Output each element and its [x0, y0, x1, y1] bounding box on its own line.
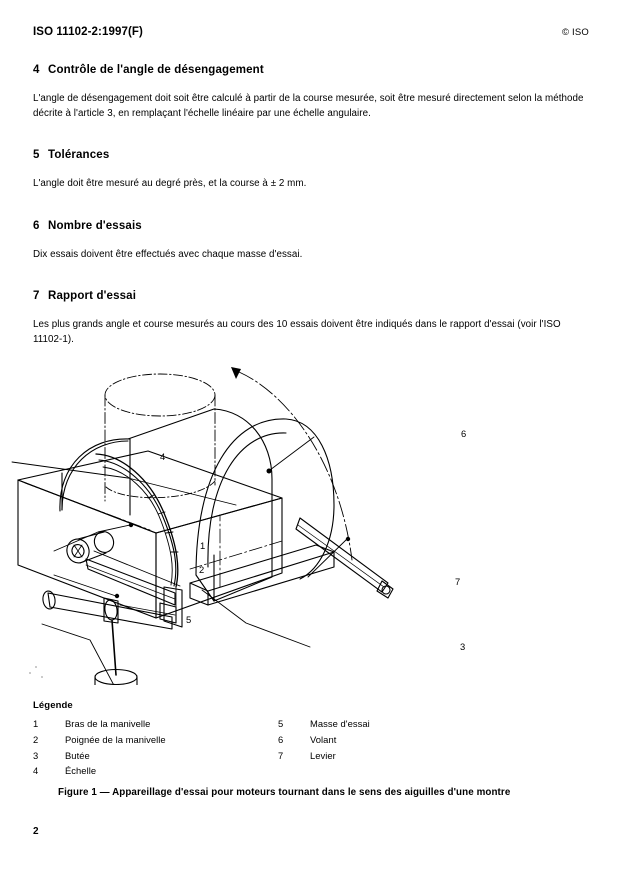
figure-callout-3: 3 [460, 641, 466, 652]
legend-key: 5 [278, 718, 284, 729]
rotation-arrow-head [231, 367, 241, 379]
legend-key: 4 [33, 765, 39, 777]
leader-4 [11, 461, 237, 506]
figure-callout-2: 2 [199, 564, 205, 575]
clause-4: 4 Contrôle de l'angle de désengagement L'… [33, 64, 589, 121]
clause-6-number: 6 [33, 219, 40, 232]
legend-item: 5 Masse d'essai [278, 716, 370, 732]
legend-label: Échelle [65, 765, 97, 777]
legend-label: Levier [310, 749, 336, 761]
copyright-notice: © ISO [561, 27, 589, 38]
clause-5-heading: 5 Tolérances [33, 149, 589, 161]
clause-6-text: Dix essais doivent être effectués avec c… [33, 248, 303, 260]
document-identifier: ISO 11102-2:1997(F) [33, 26, 143, 38]
scale-band-inner [98, 459, 177, 587]
legend-key: 1 [33, 718, 39, 729]
legend-key: 3 [33, 749, 39, 761]
clause-4-number: 4 [33, 64, 40, 76]
figure-caption: Figure 1 — Appareillage d'essai pour mot… [58, 787, 511, 798]
flywheel-outer-arc [195, 418, 335, 580]
clause-6-title: Nombre d'essais [48, 219, 142, 232]
legend-label: Poignée de la manivelle [65, 733, 166, 745]
page-number: 2 [33, 826, 39, 837]
clause-7: 7 Rapport d'essai Les plus grands angle e… [33, 290, 589, 347]
figure-callout-7: 7 [455, 576, 461, 587]
motor-cylinder-bottom-arc [105, 480, 216, 499]
clause-5-text: L'angle doit être mesuré au degré près, … [33, 178, 307, 189]
housing-top-edge [127, 408, 273, 542]
figure-legend: Légende 1 Bras de la manivelle 2 Poignée… [33, 700, 589, 778]
clause-7-number: 7 [33, 290, 40, 302]
figure-1-drawing [0, 355, 621, 685]
clause-6-heading: 6 Nombre d'essais [33, 220, 589, 232]
handle-collar [159, 602, 177, 624]
clause-7-heading: 7 Rapport d'essai [33, 290, 589, 302]
leader-3 [201, 589, 311, 648]
clause-5-number: 5 [33, 149, 40, 161]
page-header: ISO 11102-2:1997(F) © ISO [33, 26, 589, 38]
mass-suspension-wire [111, 619, 117, 676]
legend-label: Bras de la manivelle [65, 718, 151, 729]
legend-item: 6 Volant [278, 732, 370, 748]
leader-5 [41, 623, 115, 685]
figure-callout-5: 5 [186, 614, 192, 625]
clause-5-title: Tolérances [48, 149, 110, 161]
clause-4-title: Contrôle de l'angle de désengagement [48, 64, 264, 76]
base-top-face [17, 450, 283, 534]
document-body: 4 Contrôle de l'angle de désengagement L'… [33, 64, 589, 347]
crank-boss-ellipse [93, 531, 115, 553]
legend-item: 2 Poignée de la manivelle [33, 732, 166, 748]
figure-callout-6: 6 [461, 428, 467, 439]
legend-column-left: 1 Bras de la manivelle 2 Poignée de la m… [33, 716, 166, 779]
scale-band-inner2 [102, 466, 173, 586]
crank-handle-group [29, 590, 176, 674]
leader-1 [53, 524, 131, 552]
clause-7-title: Rapport d'essai [48, 290, 137, 302]
lever-arm [295, 517, 389, 593]
clause-5: 5 Tolérances L'angle doit être mesuré au … [33, 149, 589, 192]
legend-item: 1 Bras de la manivelle [33, 716, 166, 732]
legend-item: 4 Échelle [33, 763, 166, 779]
legend-title: Légende [33, 700, 73, 711]
clause-4-text: L'angle de désengagement doit soit être … [33, 93, 584, 119]
leader-6 [269, 436, 315, 471]
crank-hub-inner [71, 543, 85, 559]
clause-4-heading: 4 Contrôle de l'angle de désengagement [33, 64, 589, 76]
scale-band-outer [95, 453, 179, 588]
legend-item: 7 Levier [278, 748, 370, 764]
legend-item: 3 Butée [33, 748, 166, 764]
housing-front-dome-left [61, 440, 129, 511]
figure-callout-1: 1 [200, 540, 206, 551]
motor-cylinder-top-ellipse [104, 373, 216, 417]
base-left-face [17, 479, 157, 619]
rotation-direction-arc [238, 371, 353, 561]
leader-7 [307, 538, 348, 578]
clause-7-text: Les plus grands angle et course mesurés … [33, 319, 561, 345]
legend-key: 2 [33, 733, 39, 745]
legend-key: 7 [278, 749, 284, 761]
legend-key: 6 [278, 733, 284, 745]
legend-column-right: 5 Masse d'essai 6 Volant 7 Levier [278, 716, 370, 763]
callout-leader-lines [11, 436, 351, 685]
legend-label: Masse d'essai [310, 718, 370, 729]
clause-6: 6 Nombre d'essais Dix essais doivent être… [33, 220, 589, 263]
leader-2 [53, 574, 117, 597]
lever-end-block [376, 580, 394, 599]
legend-label: Butée [65, 749, 90, 761]
legend-label: Volant [310, 733, 337, 745]
figure-callout-4: 4 [160, 451, 166, 462]
lever-end-pivot [381, 585, 391, 595]
support-plate-top [189, 544, 335, 592]
